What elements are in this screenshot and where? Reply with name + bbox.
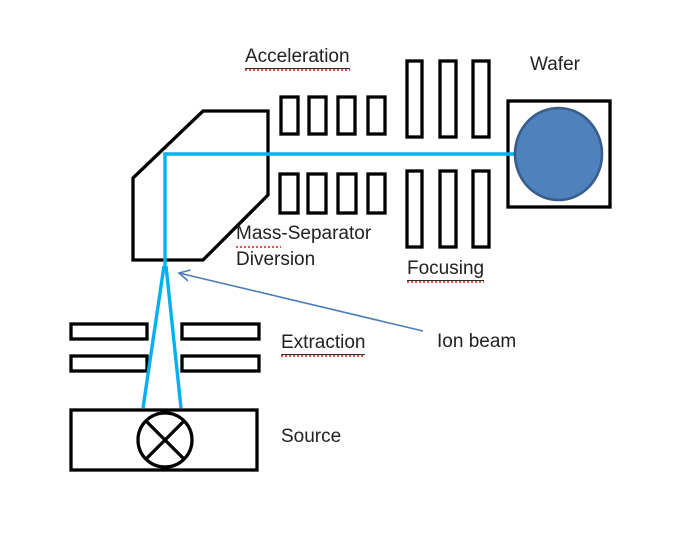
wafer-circle xyxy=(513,106,604,202)
extraction-plate xyxy=(180,322,261,341)
extraction-plate xyxy=(69,322,149,341)
electrode xyxy=(366,95,387,136)
ion-beam-annotation-arrow xyxy=(177,269,424,332)
electrode xyxy=(336,95,357,136)
extraction-plate xyxy=(69,354,149,373)
focusing-label: Focusing xyxy=(407,257,485,283)
electrode xyxy=(471,169,491,249)
electrode xyxy=(278,172,300,215)
electrode xyxy=(438,59,458,139)
acceleration-label: Acceleration xyxy=(245,45,350,71)
source-symbol xyxy=(136,411,194,469)
ion-beam-label: Ion beam xyxy=(437,331,517,352)
ion-beam-path xyxy=(163,152,516,270)
source-x-line xyxy=(144,419,186,461)
ion-beam-leg-left xyxy=(141,265,166,409)
focusing-electrodes-bottom xyxy=(405,169,491,249)
spellcheck-squiggle: Focusing xyxy=(407,258,485,283)
spellcheck-squiggle: Extraction xyxy=(281,332,366,357)
ion-beam-leg-right xyxy=(164,265,183,409)
electrode xyxy=(366,172,387,215)
source-label: Source xyxy=(281,426,342,447)
spellcheck-squiggle: Acceleration xyxy=(245,46,350,71)
spellcheck-squiggle: Mass xyxy=(236,223,282,248)
mass-separator-shape xyxy=(131,109,270,262)
wafer-label: Wafer xyxy=(530,54,580,75)
electrode xyxy=(307,95,328,136)
electrode xyxy=(336,172,358,215)
electrode xyxy=(438,169,458,249)
focusing-electrodes-top xyxy=(405,59,491,139)
diversion-label: Diversion xyxy=(236,249,316,270)
electrode xyxy=(405,59,424,139)
arrow-head xyxy=(177,269,191,282)
acceleration-electrodes-top xyxy=(279,95,387,136)
extraction-plates xyxy=(69,322,261,373)
extraction-label: Extraction xyxy=(281,331,366,357)
electrode xyxy=(405,169,424,249)
arrow-line xyxy=(178,272,424,332)
electrode xyxy=(279,95,300,136)
electrode xyxy=(306,172,328,215)
electrode xyxy=(471,59,491,139)
extraction-plate xyxy=(180,354,261,373)
acceleration-electrodes-bottom xyxy=(278,172,387,215)
mass-separator-label: Mass-Separator Diversion xyxy=(236,223,372,270)
